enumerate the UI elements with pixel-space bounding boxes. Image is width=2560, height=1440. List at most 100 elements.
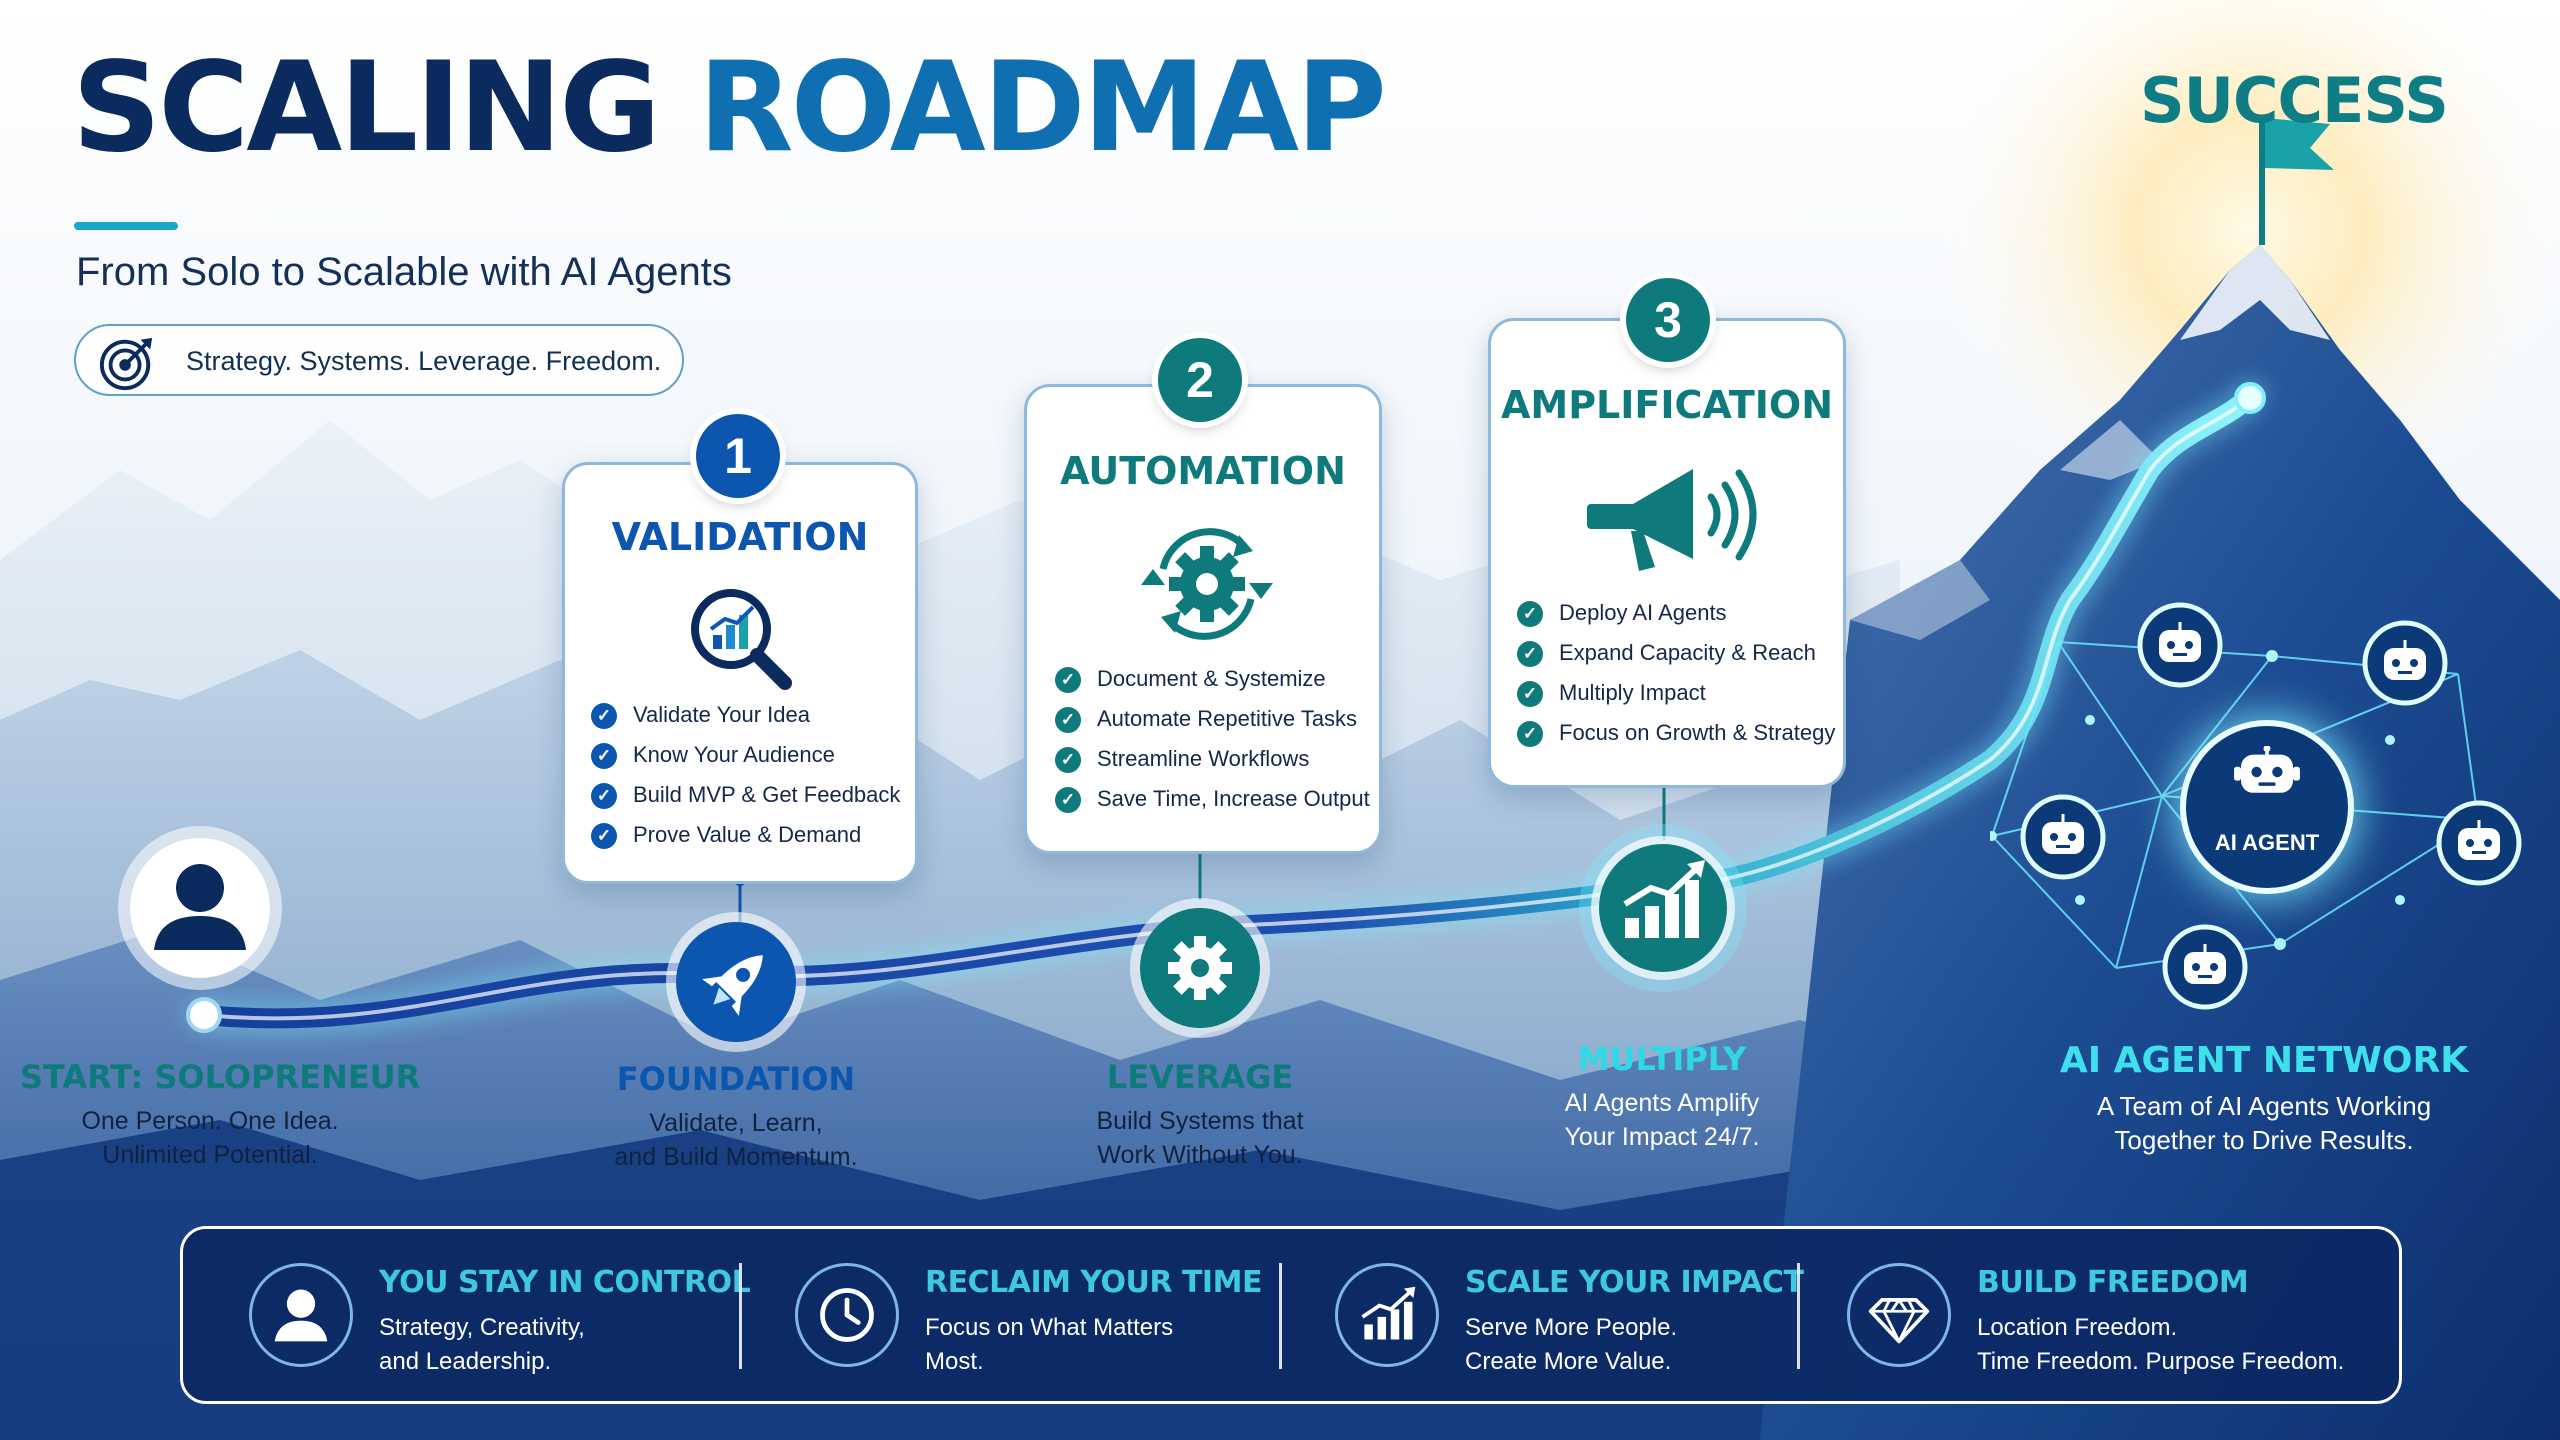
- check-icon: ✓: [1517, 681, 1543, 707]
- target-icon: [99, 337, 153, 391]
- benefit-title: YOU STAY IN CONTROL: [379, 1265, 751, 1300]
- diamond-icon: [1847, 1263, 1951, 1367]
- list-item: ✓Streamline Workflows: [1055, 739, 1370, 779]
- list-item: ✓Know Your Audience: [591, 735, 900, 775]
- amplification-title: AMPLIFICATION: [1500, 383, 1834, 427]
- automation-checklist: ✓Document & Systemize ✓Automate Repetiti…: [1055, 659, 1370, 819]
- benefit-divider: [1797, 1263, 1800, 1369]
- success-label: SUCCESS: [2140, 64, 2449, 137]
- stage-multiply: MULTIPLY AI Agents Amplify Your Impact 2…: [1482, 1040, 1842, 1154]
- check-icon: ✓: [591, 743, 617, 769]
- stage-desc-line: One Person. One Idea.: [81, 1107, 339, 1135]
- list-item: ✓Save Time, Increase Output: [1055, 779, 1370, 819]
- step-1-badge: 1: [696, 414, 780, 498]
- stage-desc-line: Unlimited Potential.: [102, 1141, 318, 1169]
- tagline-text: Strategy. Systems. Leverage. Freedom.: [186, 346, 662, 376]
- amplification-checlist: ✓Deploy AI Agents ✓Expand Capacity & Rea…: [1517, 593, 1835, 753]
- solopreneur-node: [118, 826, 282, 990]
- ai-agent-label: AI AGENT: [2214, 830, 2320, 855]
- stage-title: AI AGENT NETWORK: [2059, 1040, 2469, 1081]
- validation-checklist: ✓Validate Your Idea ✓Know Your Audience …: [591, 695, 900, 855]
- tagline-pill: Strategy. Systems. Leverage. Freedom.: [74, 324, 684, 396]
- title-accent: ROADMAP: [698, 36, 1387, 180]
- stage-desc-line: Build Systems that: [1096, 1107, 1304, 1135]
- benefit-title: SCALE YOUR IMPACT: [1465, 1265, 1804, 1300]
- title-main: SCALING: [72, 36, 661, 180]
- step-3-badge: 3: [1626, 278, 1710, 362]
- list-item: ✓Prove Value & Demand: [591, 815, 900, 855]
- check-icon: ✓: [591, 823, 617, 849]
- robot-icon: [2234, 746, 2300, 793]
- stage-desc-line: A Team of AI Agents Working: [2096, 1091, 2432, 1121]
- benefit-divider: [1279, 1263, 1282, 1369]
- list-item: ✓Focus on Growth & Strategy: [1517, 713, 1835, 753]
- benefit-control: YOU STAY IN CONTROL Strategy, Creativity…: [249, 1229, 751, 1401]
- step-2-badge: 2: [1158, 338, 1242, 422]
- stage-desc-line: Validate, Learn,: [649, 1109, 823, 1137]
- benefit-freedom: BUILD FREEDOM Location Freedom.Time Free…: [1847, 1229, 2387, 1401]
- benefit-desc: Location Freedom.Time Freedom. Purpose F…: [1977, 1314, 2345, 1375]
- gear-cycle-icon: [1141, 528, 1273, 640]
- agent-robot-icon: [2162, 924, 2248, 1010]
- list-item: ✓Build MVP & Get Feedback: [591, 775, 900, 815]
- amplification-card: AMPLIFICATION ✓Deploy AI Agents ✓Expand …: [1488, 318, 1846, 788]
- person-icon: [154, 864, 246, 950]
- list-item: ✓Validate Your Idea: [591, 695, 900, 735]
- list-item: ✓Expand Capacity & Reach: [1517, 633, 1835, 673]
- stage-network: AI AGENT NETWORK A Team of AI Agents Wor…: [2042, 1040, 2486, 1157]
- check-icon: ✓: [1055, 707, 1081, 733]
- stage-desc-line: and Build Momentum.: [614, 1143, 858, 1171]
- chart-icon: [1335, 1263, 1439, 1367]
- stage-title: LEVERAGE: [1106, 1058, 1294, 1096]
- leverage-node: [1130, 898, 1270, 1038]
- person-icon: [249, 1263, 353, 1367]
- automation-title: AUTOMATION: [1060, 449, 1346, 493]
- stage-foundation: FOUNDATION Validate, Learn, and Build Mo…: [556, 1060, 916, 1174]
- agent-robot-icon: [2362, 620, 2448, 706]
- subtitle: From Solo to Scalable with AI Agents: [76, 250, 732, 294]
- stage-leverage: LEVERAGE Build Systems that Work Without…: [1020, 1058, 1380, 1172]
- foundation-node: [666, 912, 806, 1052]
- stage-desc-line: AI Agents Amplify: [1564, 1089, 1760, 1117]
- agent-robot-icon: [2436, 800, 2522, 886]
- clock-icon: [795, 1263, 899, 1367]
- benefits-bar: YOU STAY IN CONTROL Strategy, Creativity…: [180, 1226, 2402, 1404]
- benefit-desc: Serve More People.Create More Value.: [1465, 1314, 1678, 1375]
- list-item: ✓Deploy AI Agents: [1517, 593, 1835, 633]
- check-icon: ✓: [1517, 721, 1543, 747]
- benefit-divider: [739, 1263, 742, 1369]
- benefit-title: BUILD FREEDOM: [1977, 1265, 2249, 1300]
- ai-agent-hub: AI AGENT: [2186, 726, 2348, 888]
- gear-icon: [1168, 936, 1232, 1000]
- stage-desc-line: Work Without You.: [1097, 1141, 1303, 1169]
- check-icon: ✓: [1517, 641, 1543, 667]
- check-icon: ✓: [1055, 787, 1081, 813]
- benefit-title: RECLAIM YOUR TIME: [925, 1265, 1262, 1300]
- validation-card: VALIDATION ✓Validate Your Idea ✓Know You…: [562, 462, 918, 884]
- list-item: ✓Document & Systemize: [1055, 659, 1370, 699]
- benefit-desc: Strategy, Creativity,and Leadership.: [379, 1314, 585, 1375]
- stage-title: FOUNDATION: [616, 1060, 856, 1098]
- check-icon: ✓: [1517, 601, 1543, 627]
- check-icon: ✓: [591, 783, 617, 809]
- growth-chart-icon: [1625, 880, 1699, 938]
- agent-robot-icon: [2020, 794, 2106, 880]
- page-title: SCALING ROADMAP: [72, 40, 1387, 176]
- magnifier-chart-icon: [691, 589, 792, 690]
- megaphone-icon: [1587, 469, 1757, 571]
- rocket-icon: [702, 955, 763, 1016]
- stage-start: START: SOLOPRENEUR One Person. One Idea.…: [20, 1058, 421, 1172]
- multiply-node: [1579, 824, 1747, 992]
- agent-robot-icon: [2137, 602, 2223, 688]
- check-icon: ✓: [591, 703, 617, 729]
- automation-card: AUTOMATION: [1024, 384, 1382, 854]
- stage-desc-line: Your Impact 24/7.: [1564, 1123, 1760, 1151]
- list-item: ✓Automate Repetitive Tasks: [1055, 699, 1370, 739]
- validation-title: VALIDATION: [611, 515, 869, 559]
- stage-title: MULTIPLY: [1577, 1040, 1747, 1078]
- stage-title: START: SOLOPRENEUR: [20, 1058, 421, 1096]
- list-item: ✓Multiply Impact: [1517, 673, 1835, 713]
